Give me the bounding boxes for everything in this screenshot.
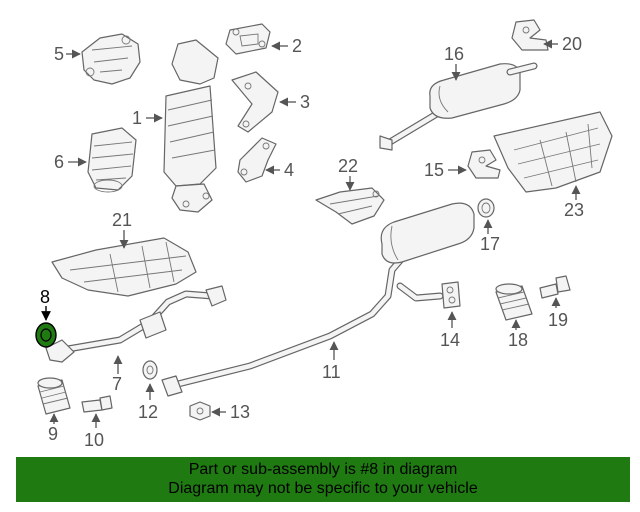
callout-11: 11 (322, 341, 341, 382)
part-19-bolt[interactable] (539, 275, 571, 299)
svg-text:17: 17 (480, 234, 500, 254)
svg-text:21: 21 (112, 210, 132, 230)
svg-text:2: 2 (292, 36, 302, 56)
part-15-sensor[interactable] (467, 149, 501, 179)
svg-text:18: 18 (508, 330, 528, 350)
part-1-catalytic-converter[interactable] (163, 39, 219, 213)
callout-21: 21 (112, 210, 132, 249)
svg-text:5: 5 (54, 44, 64, 64)
svg-text:10: 10 (84, 430, 104, 450)
svg-text:13: 13 (230, 402, 250, 422)
svg-text:3: 3 (300, 92, 310, 112)
callout-12: 12 (138, 383, 158, 422)
part-7-front-pipe[interactable] (45, 285, 227, 363)
svg-text:20: 20 (562, 34, 582, 54)
svg-text:23: 23 (564, 200, 584, 220)
banner-line-1: Part or sub-assembly is #8 in diagram (188, 461, 458, 478)
svg-text:9: 9 (48, 424, 58, 444)
svg-text:12: 12 (138, 402, 158, 422)
svg-text:16: 16 (444, 44, 464, 64)
svg-text:8: 8 (40, 287, 50, 307)
part-21-heat-shield[interactable] (51, 237, 197, 297)
svg-text:14: 14 (440, 330, 460, 350)
part-10-bolt[interactable] (81, 395, 113, 413)
part-6-converter-shield[interactable] (87, 127, 137, 193)
part-23-heat-shield[interactable] (493, 111, 613, 193)
part-20-sensor[interactable] (511, 19, 549, 51)
part-14-hanger[interactable] (441, 281, 461, 309)
svg-text:15: 15 (424, 160, 444, 180)
part-2-gasket[interactable] (225, 23, 271, 55)
callout-7: 7 (112, 355, 123, 394)
part-22-heat-shield[interactable] (315, 187, 385, 225)
callout-9: 9 (48, 413, 59, 444)
callout-18: 18 (508, 319, 528, 350)
callout-19: 19 (548, 297, 568, 330)
callout-10: 10 (84, 413, 104, 450)
callout-2: 2 (271, 36, 302, 56)
svg-text:19: 19 (548, 310, 568, 330)
callout-20: 20 (543, 34, 582, 54)
svg-text:7: 7 (112, 374, 122, 394)
callout-14: 14 (440, 311, 460, 350)
callout-3: 3 (279, 92, 310, 112)
part-12-gasket[interactable] (142, 360, 158, 380)
callout-16: 16 (444, 44, 464, 81)
part-13-nut[interactable] (189, 401, 211, 421)
part-8-gasket-highlighted[interactable] (35, 322, 57, 348)
callout-17: 17 (480, 219, 500, 254)
svg-text:22: 22 (338, 156, 358, 176)
banner-line-2: Diagram may not be specific to your vehi… (168, 480, 478, 497)
svg-text:4: 4 (284, 160, 294, 180)
part-9-flex-joint[interactable] (37, 377, 71, 415)
part-17-gasket[interactable] (477, 198, 495, 218)
svg-text:6: 6 (54, 152, 64, 172)
svg-text:11: 11 (322, 362, 341, 382)
callout-23: 23 (564, 185, 584, 220)
part-info-banner: Part or sub-assembly is #8 in diagram Di… (16, 457, 630, 502)
callout-6: 6 (54, 152, 87, 172)
part-11-center-pipe[interactable] (161, 202, 475, 397)
svg-text:1: 1 (132, 108, 142, 128)
part-16-muffler[interactable] (379, 62, 538, 151)
callout-13: 13 (211, 402, 250, 422)
callout-15: 15 (424, 160, 467, 180)
callout-22: 22 (338, 156, 358, 191)
part-5-heat-shield[interactable] (81, 33, 141, 85)
part-4-bracket[interactable] (237, 137, 277, 183)
callout-5: 5 (54, 44, 81, 64)
callout-8-highlighted: 8 (40, 287, 51, 321)
callout-4: 4 (265, 160, 294, 180)
callout-1: 1 (132, 108, 163, 128)
part-18-flex-joint[interactable] (495, 283, 533, 321)
part-3-bracket[interactable] (231, 71, 279, 133)
